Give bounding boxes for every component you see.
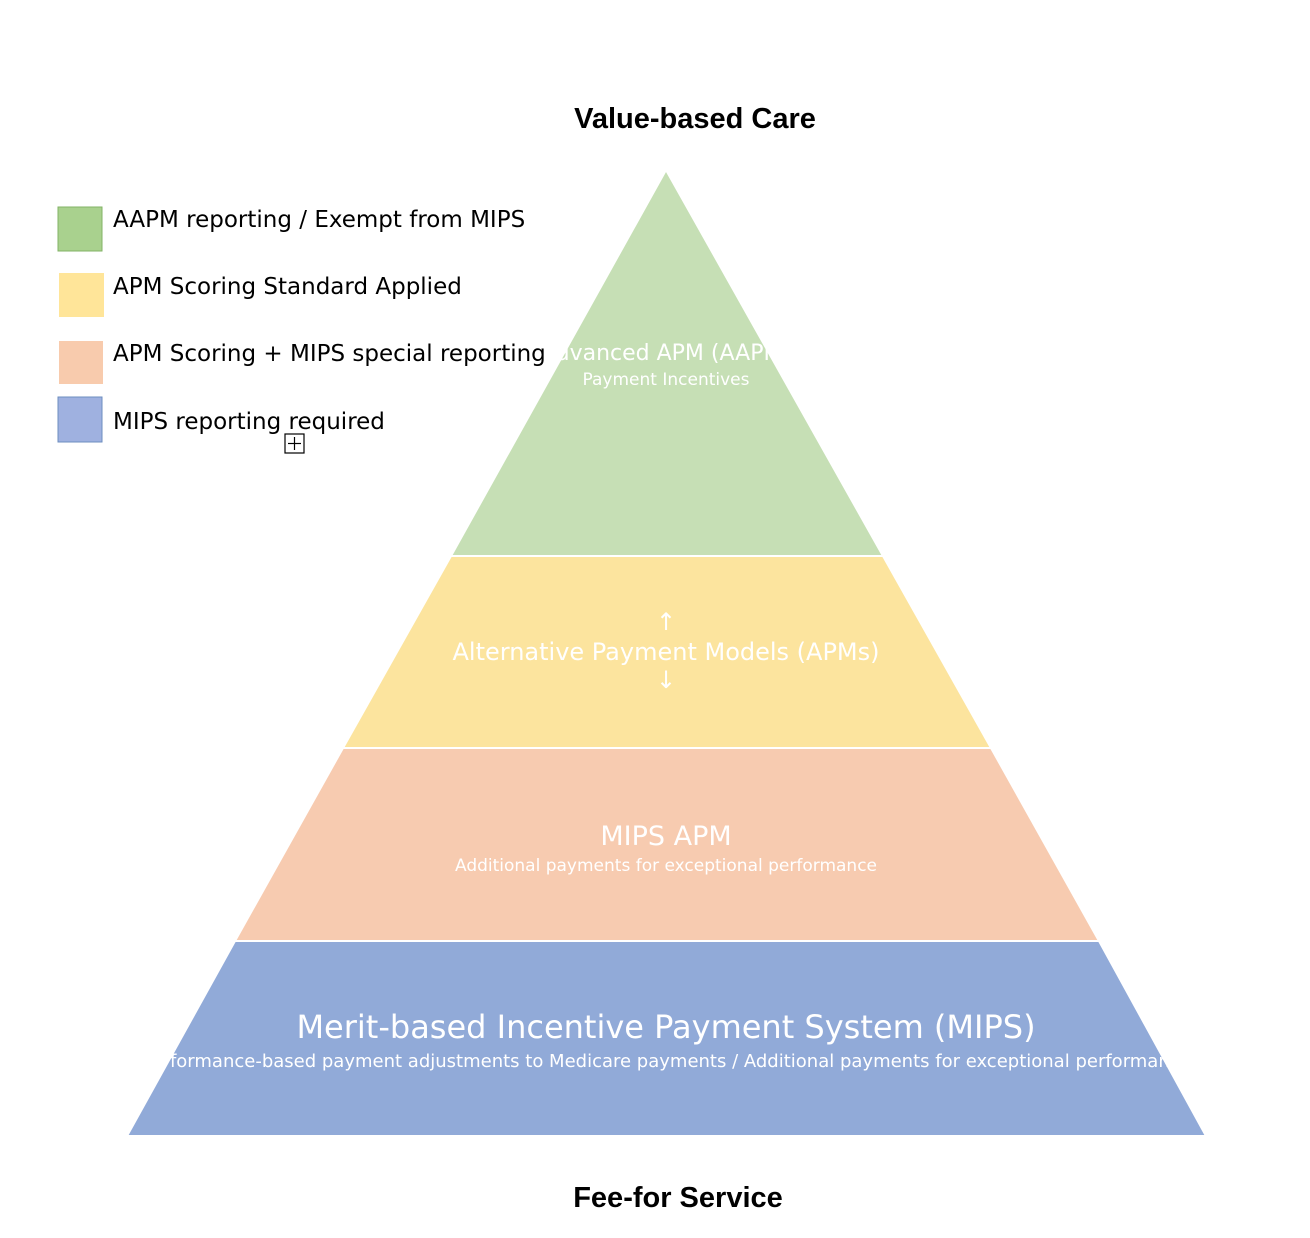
tier-aapm-title: Advanced APM (AAPM)	[541, 341, 791, 366]
legend-swatch-apm-scoring	[59, 273, 104, 317]
legend-label-apm-mips-special: APM Scoring + MIPS special reporting	[113, 341, 546, 367]
legend-label-apm-scoring: APM Scoring Standard Applied	[113, 274, 462, 300]
legend-item-apm-mips-special: APM Scoring + MIPS special reporting	[59, 341, 546, 384]
down-arrow-icon[interactable]: ↓	[656, 666, 676, 694]
tier-apms-title: Alternative Payment Models (APMs)	[452, 638, 879, 666]
tier-mips-subtitle: Performance-based payment adjustments to…	[141, 1051, 1190, 1072]
tier-aapm-subtitle: Payment Incentives	[583, 370, 750, 390]
tier-aapm[interactable]: Advanced APM (AAPM) Payment Incentives	[449, 167, 885, 557]
legend: AAPM reporting / Exempt from MIPS APM Sc…	[57, 206, 546, 443]
legend-swatch-aapm	[57, 206, 103, 252]
tier-mips[interactable]: Merit-based Incentive Payment System (MI…	[125, 940, 1208, 1137]
plus-square-icon[interactable]	[284, 433, 305, 454]
tier-mips-shape[interactable]	[125, 940, 1208, 1137]
legend-item-mips: MIPS reporting required	[57, 396, 385, 443]
legend-swatch-mips	[57, 396, 103, 443]
up-arrow-icon[interactable]: ↑	[656, 608, 676, 636]
legend-item-apm-scoring: APM Scoring Standard Applied	[59, 273, 462, 317]
tier-apms[interactable]: Alternative Payment Models (APMs) ↑ ↓	[341, 555, 993, 749]
legend-item-aapm: AAPM reporting / Exempt from MIPS	[57, 206, 525, 252]
tier-mips-apm-subtitle: Additional payments for exceptional perf…	[455, 856, 877, 876]
tier-mips-apm-title: MIPS APM	[600, 821, 731, 852]
top-label: Value-based Care	[574, 103, 816, 135]
tier-mips-title: Merit-based Incentive Payment System (MI…	[296, 1008, 1035, 1046]
tier-mips-apm[interactable]: MIPS APM Additional payments for excepti…	[233, 747, 1101, 942]
legend-label-aapm: AAPM reporting / Exempt from MIPS	[113, 207, 525, 233]
legend-swatch-apm-mips-special	[59, 341, 103, 384]
bottom-label: Fee-for Service	[573, 1182, 783, 1214]
legend-label-mips: MIPS reporting required	[113, 409, 385, 435]
